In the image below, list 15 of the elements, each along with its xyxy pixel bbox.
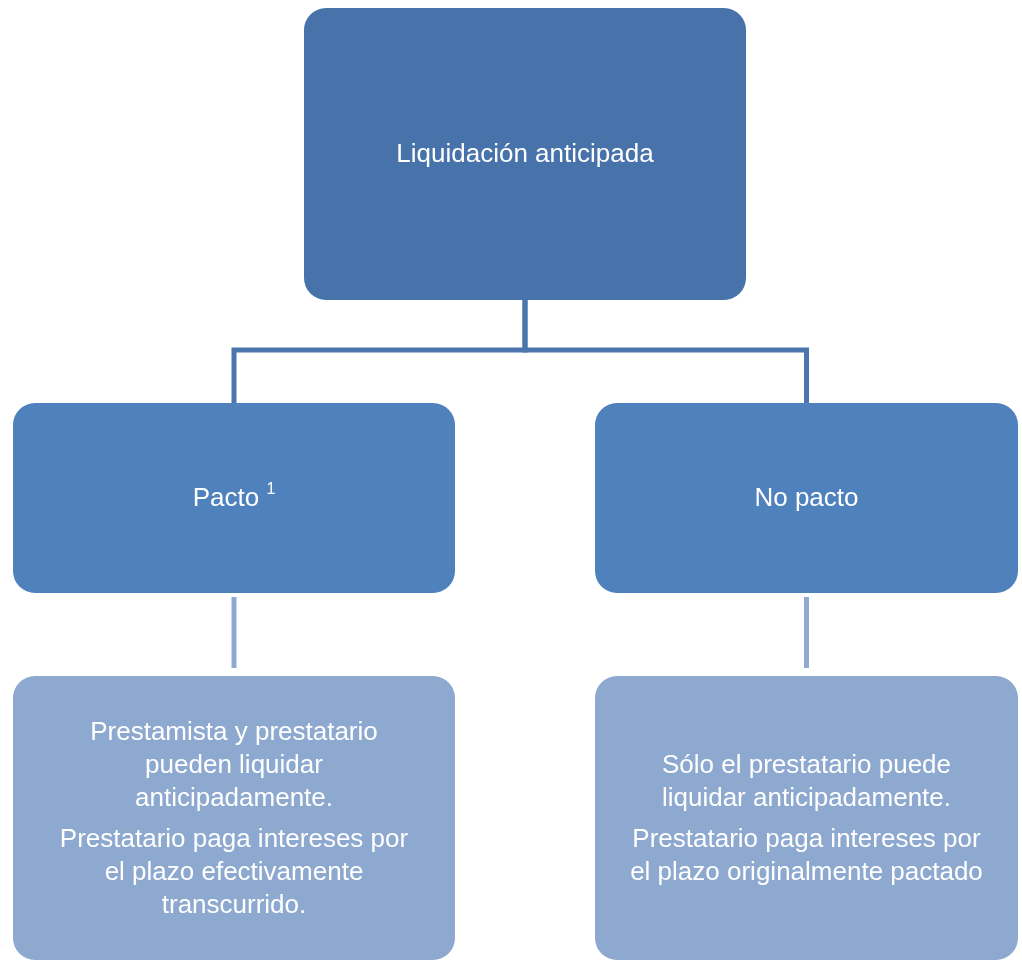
box-text: Prestatario paga intereses por el plazo efectivamente transcurrido. [58,822,410,922]
process-box [13,676,455,960]
process-box [595,676,1018,960]
box-text: Prestatario paga intereses por el plazo originalmente pactado [629,822,984,888]
connector-line [522,300,809,403]
process-box [13,403,455,593]
box-text: Liquidación anticipada [396,137,654,171]
box-text: Pacto $^{1}$ [192,481,276,515]
process-box [595,403,1018,593]
box-text: Sólo el prestatario puede liquidar anticipadamente. [660,747,953,814]
connector-line [231,597,237,668]
connector-line [804,597,809,668]
process-box [304,8,746,300]
box-text: Prestamista y prestatario pueden liquidar anticipadamente. [89,714,379,814]
box-text: No pacto [754,481,859,515]
